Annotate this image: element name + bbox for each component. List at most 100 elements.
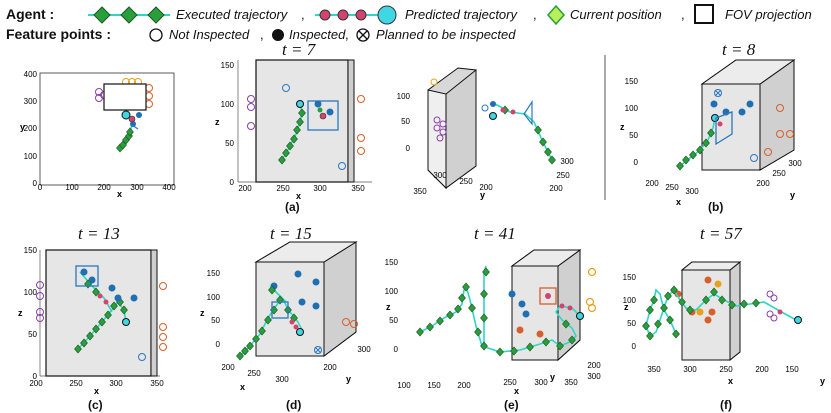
- panel-f: 0 50 100 150 z 350 300: [623, 260, 825, 386]
- tick-label: 100: [65, 183, 79, 192]
- tick-label: 300: [685, 187, 699, 196]
- tick-label: 350: [351, 184, 365, 193]
- tick-label: 200: [24, 124, 38, 133]
- panel-d-caption: (d): [286, 398, 302, 412]
- legend-sep: ,: [301, 7, 305, 22]
- tick-label: 250: [665, 183, 679, 192]
- panel-a-xlabel: x: [296, 191, 301, 201]
- tick-label: 200: [97, 183, 111, 192]
- panel-b-caption: (b): [708, 200, 724, 214]
- legend-feature-label: Feature points :: [6, 26, 112, 42]
- panel-e-ylabel: y: [550, 372, 555, 382]
- tick-label: 250: [247, 369, 261, 378]
- not-inspected-icon: [149, 28, 163, 42]
- tick-label: 300: [24, 97, 38, 106]
- tick-label: 50: [211, 316, 220, 325]
- legend-current-label: Current position: [570, 7, 662, 22]
- panel-f-ylabel: y: [820, 376, 825, 386]
- legend-predicted-label: Predicted trajectory: [405, 7, 517, 22]
- tick-label: 300: [130, 183, 144, 192]
- tick-label: 400: [24, 70, 38, 79]
- tick-label: 250: [276, 184, 290, 193]
- panel-c-xlabel: x: [94, 386, 99, 396]
- legend-planned-label: Planned to be inspected: [376, 27, 516, 42]
- tick-label: 100: [397, 381, 411, 390]
- panel-c-zlabel: z: [18, 308, 23, 318]
- panel-a-topview-xlabel: x: [117, 189, 122, 199]
- tick-label: 200: [756, 179, 770, 188]
- tick-label: 200: [457, 381, 471, 390]
- panel-b-ylabel: y: [790, 190, 795, 200]
- tick-label: 100: [385, 287, 399, 296]
- tick-label: 400: [162, 183, 176, 192]
- inspected-icon: [272, 29, 284, 41]
- tick-label: 350: [413, 187, 427, 196]
- panel-e: 0 50 100 150 z 100 1: [385, 249, 601, 396]
- panel-f-caption: (f): [720, 398, 732, 412]
- tick-label: 300: [313, 184, 327, 193]
- tick-label: 200: [549, 184, 563, 193]
- legend-sep: ,: [533, 7, 537, 22]
- panel-d: 0 50 100 150 z 200 250 300 2: [200, 241, 371, 392]
- tick-label: 100: [623, 296, 637, 305]
- tick-label: 0: [33, 372, 38, 381]
- tick-label: 200: [238, 184, 252, 193]
- tick-label: 100: [221, 100, 235, 109]
- tick-label: 150: [785, 365, 799, 374]
- tick-label: 100: [397, 92, 411, 101]
- panel-b-xlabel: x: [676, 197, 681, 207]
- panel-a-perspective: 0 50 100 350 300 250 200 300 250 200 y: [397, 67, 574, 200]
- legend: Agent : Executed trajectory , Predicted …: [0, 0, 831, 46]
- planned-icon: [356, 28, 370, 42]
- tick-label: 200: [221, 363, 235, 372]
- tick-label: 300: [560, 157, 574, 166]
- current-position-icon: [546, 4, 566, 26]
- panel-e-caption: (e): [504, 398, 519, 412]
- tick-label: 350: [150, 379, 164, 388]
- panel-d-zlabel: z: [200, 308, 205, 318]
- tick-label: 150: [221, 61, 235, 70]
- panel-b-title: t = 8: [722, 40, 756, 59]
- tick-label: 150: [427, 381, 441, 390]
- predicted-trajectory-icon: [315, 5, 397, 25]
- legend-sep: ,: [260, 27, 264, 42]
- panel-a-topview: y x 0 100 200 300 400 0 100 200 300 400: [20, 70, 176, 199]
- executed-trajectory-icon: [88, 6, 170, 24]
- legend-fov-label: FOV projection: [725, 7, 812, 22]
- tick-label: 200: [29, 379, 43, 388]
- tick-label: 50: [627, 319, 636, 328]
- tick-label: 50: [629, 131, 638, 140]
- legend-agent-label: Agent :: [6, 6, 55, 22]
- panel-e-title: t = 41: [474, 224, 516, 243]
- panel-a-title: t = 7: [282, 40, 316, 59]
- tick-label: 0: [632, 342, 637, 351]
- tick-label: 0: [33, 179, 38, 188]
- tick-label: 100: [207, 293, 221, 302]
- tick-label: 50: [389, 316, 398, 325]
- tick-label: 100: [24, 152, 38, 161]
- panel-f-title: t = 57: [700, 224, 742, 243]
- tick-label: 350: [647, 365, 661, 374]
- legend-not-inspected-label: Not Inspected: [169, 27, 250, 42]
- panel-a-persp-ylabel: y: [480, 190, 485, 200]
- tick-label: 250: [459, 177, 473, 186]
- tick-label: 300: [788, 159, 802, 168]
- panel-a-side-view: z x 0 50 100 150 200 250 300 350: [215, 59, 372, 201]
- tick-label: 300: [534, 378, 548, 387]
- tick-label: 300: [357, 345, 371, 354]
- legend-inspected-label: Inspected: [289, 27, 346, 42]
- panel-b-zlabel: z: [620, 122, 625, 132]
- tick-label: 50: [28, 330, 37, 339]
- tick-label: 150: [385, 258, 399, 267]
- tick-label: 200: [645, 179, 659, 188]
- tick-label: 100: [625, 104, 639, 113]
- building-outline: [103, 83, 147, 111]
- tick-label: 0: [230, 178, 235, 187]
- tick-label: 300: [275, 375, 289, 384]
- tick-label: 250: [772, 169, 786, 178]
- tick-label: 250: [719, 365, 733, 374]
- tick-label: 200: [479, 183, 493, 192]
- panel-d-ylabel: y: [346, 374, 351, 384]
- tick-label: 300: [433, 171, 447, 180]
- fov-projection-icon: [694, 4, 714, 24]
